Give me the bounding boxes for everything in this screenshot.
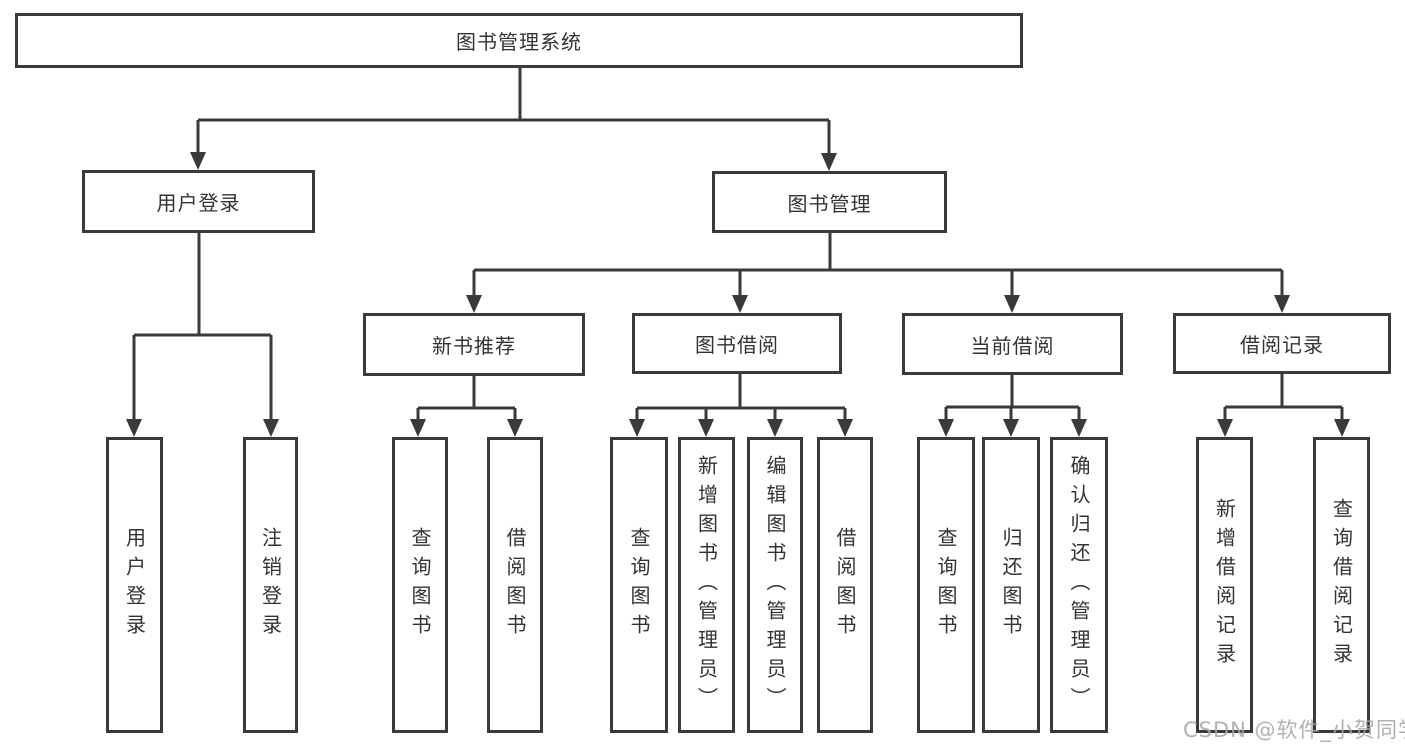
node-book-mgmt-label: 图书管理 xyxy=(787,191,872,216)
node-borrow-records-label: 借阅记录 xyxy=(1240,333,1324,357)
leaf-user-login: 用户登录 xyxy=(106,437,163,733)
node-new-books: 新书推荐 xyxy=(363,313,585,376)
leaf-borrow-borrow-book-label: 借阅图书 xyxy=(833,527,857,643)
leaf-borrow-add-book: 新增图书（管理员） xyxy=(678,437,735,733)
leaf-records-add-label: 新增借阅记录 xyxy=(1212,498,1237,672)
leaf-current-query-label: 查询图书 xyxy=(934,527,958,643)
node-book-borrow: 图书借阅 xyxy=(632,313,842,374)
node-new-books-label: 新书推荐 xyxy=(432,334,516,358)
node-user-login-label: 用户登录 xyxy=(156,191,241,215)
leaf-borrow-query-label: 查询图书 xyxy=(627,527,651,643)
leaf-records-add: 新增借阅记录 xyxy=(1196,437,1253,733)
leaf-borrow-query: 查询图书 xyxy=(610,437,668,733)
leaf-current-return-label: 归还图书 xyxy=(999,527,1023,643)
node-user-login: 用户登录 xyxy=(82,170,315,233)
leaf-current-confirm-return-label: 确认归还（管理员） xyxy=(1067,454,1091,716)
leaf-current-return: 归还图书 xyxy=(982,437,1040,733)
node-root-label: 图书管理系统 xyxy=(456,30,582,54)
leaf-newbooks-query: 查询图书 xyxy=(392,437,448,733)
node-borrow-records: 借阅记录 xyxy=(1173,313,1391,374)
leaf-newbooks-query-label: 查询图书 xyxy=(408,527,432,643)
leaf-newbooks-borrow-label: 借阅图书 xyxy=(503,527,527,643)
leaf-borrow-edit-book: 编辑图书（管理员） xyxy=(747,437,803,733)
node-root: 图书管理系统 xyxy=(15,13,1023,68)
leaf-borrow-add-book-label: 新增图书（管理员） xyxy=(694,454,719,716)
node-current-borrow: 当前借阅 xyxy=(902,313,1123,375)
leaf-current-query: 查询图书 xyxy=(917,437,975,733)
leaf-borrow-borrow-book: 借阅图书 xyxy=(817,437,873,733)
leaf-newbooks-borrow: 借阅图书 xyxy=(487,437,543,733)
node-book-mgmt: 图书管理 xyxy=(712,171,947,233)
leaf-borrow-edit-book-label: 编辑图书（管理员） xyxy=(763,454,787,716)
leaf-logout-label: 注销登录 xyxy=(258,527,283,643)
csdn-watermark: CSDN @软件_小贺同学 xyxy=(1183,718,1405,742)
node-book-borrow-label: 图书借阅 xyxy=(695,333,779,357)
node-current-borrow-label: 当前借阅 xyxy=(970,333,1055,358)
leaf-current-confirm-return: 确认归还（管理员） xyxy=(1050,437,1108,733)
leaf-records-query: 查询借阅记录 xyxy=(1313,437,1370,733)
leaf-records-query-label: 查询借阅记录 xyxy=(1329,498,1354,672)
leaf-logout: 注销登录 xyxy=(243,437,298,733)
leaf-user-login-label: 用户登录 xyxy=(122,527,147,643)
